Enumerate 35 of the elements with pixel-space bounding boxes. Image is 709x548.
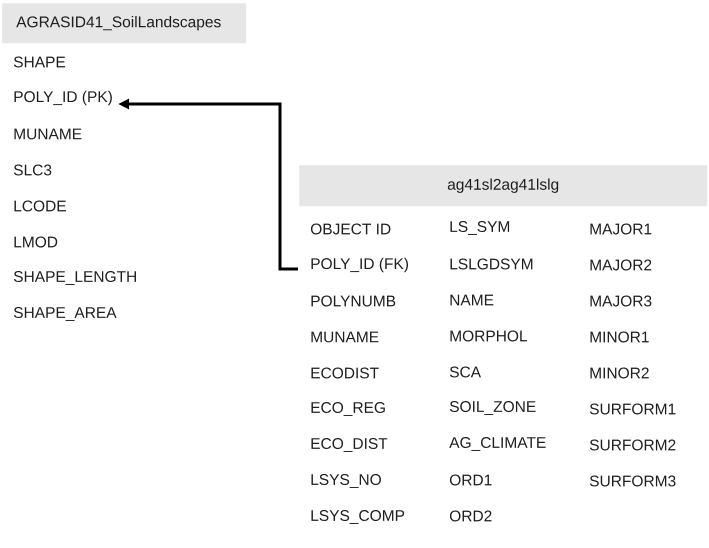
field-name: MINOR1 bbox=[590, 332, 649, 342]
field-name: MAJOR1 bbox=[590, 224, 652, 234]
field-name: SURFORM2 bbox=[590, 440, 676, 450]
field-name: SURFORM1 bbox=[590, 404, 676, 414]
field-name: MORPHOL bbox=[450, 330, 528, 342]
field-name: MUNAME bbox=[311, 332, 378, 342]
field-name: MINOR2 bbox=[590, 368, 649, 378]
field-name: ORD2 bbox=[450, 510, 492, 522]
field-name: SHAPE_AREA bbox=[14, 307, 117, 321]
field-name: LS_SYM bbox=[450, 221, 510, 235]
field-name: ECO_DIST bbox=[311, 438, 388, 452]
table-header: AGRASID41_SoilLandscapes bbox=[2, 3, 246, 44]
field-name: NAME bbox=[450, 294, 494, 306]
field-name: AG_CLIMATE bbox=[449, 437, 546, 451]
field-name: OBJECT ID bbox=[310, 224, 390, 234]
field-name: POLYNUMB bbox=[311, 296, 396, 306]
field-name: ECODIST bbox=[311, 368, 379, 378]
field-name: POLY_ID (FK) bbox=[311, 258, 408, 272]
field-name: MAJOR2 bbox=[590, 260, 652, 270]
field-name: LMOD bbox=[14, 236, 58, 248]
field-name: SCA bbox=[450, 366, 482, 378]
field-name: LSLGDSYM bbox=[450, 258, 532, 270]
field-name: SHAPE_LENGTH bbox=[14, 271, 136, 285]
field-name: SOIL_ZONE bbox=[450, 401, 536, 415]
field-name: LSYS_COMP bbox=[311, 510, 404, 524]
field-name: LSYS_NO bbox=[311, 474, 381, 488]
field-name: ECO_REG bbox=[311, 402, 385, 416]
field-name: MUNAME bbox=[14, 128, 82, 140]
field-name: LCODE bbox=[14, 200, 66, 212]
table-header: ag41sl2ag41lslg bbox=[299, 165, 708, 206]
field-name: MAJOR3 bbox=[590, 296, 652, 306]
field-name: POLY_ID (PK) bbox=[14, 90, 112, 106]
field-name: ORD1 bbox=[450, 474, 492, 486]
field-name: SLC3 bbox=[14, 164, 52, 176]
field-name: SURFORM3 bbox=[590, 476, 676, 486]
